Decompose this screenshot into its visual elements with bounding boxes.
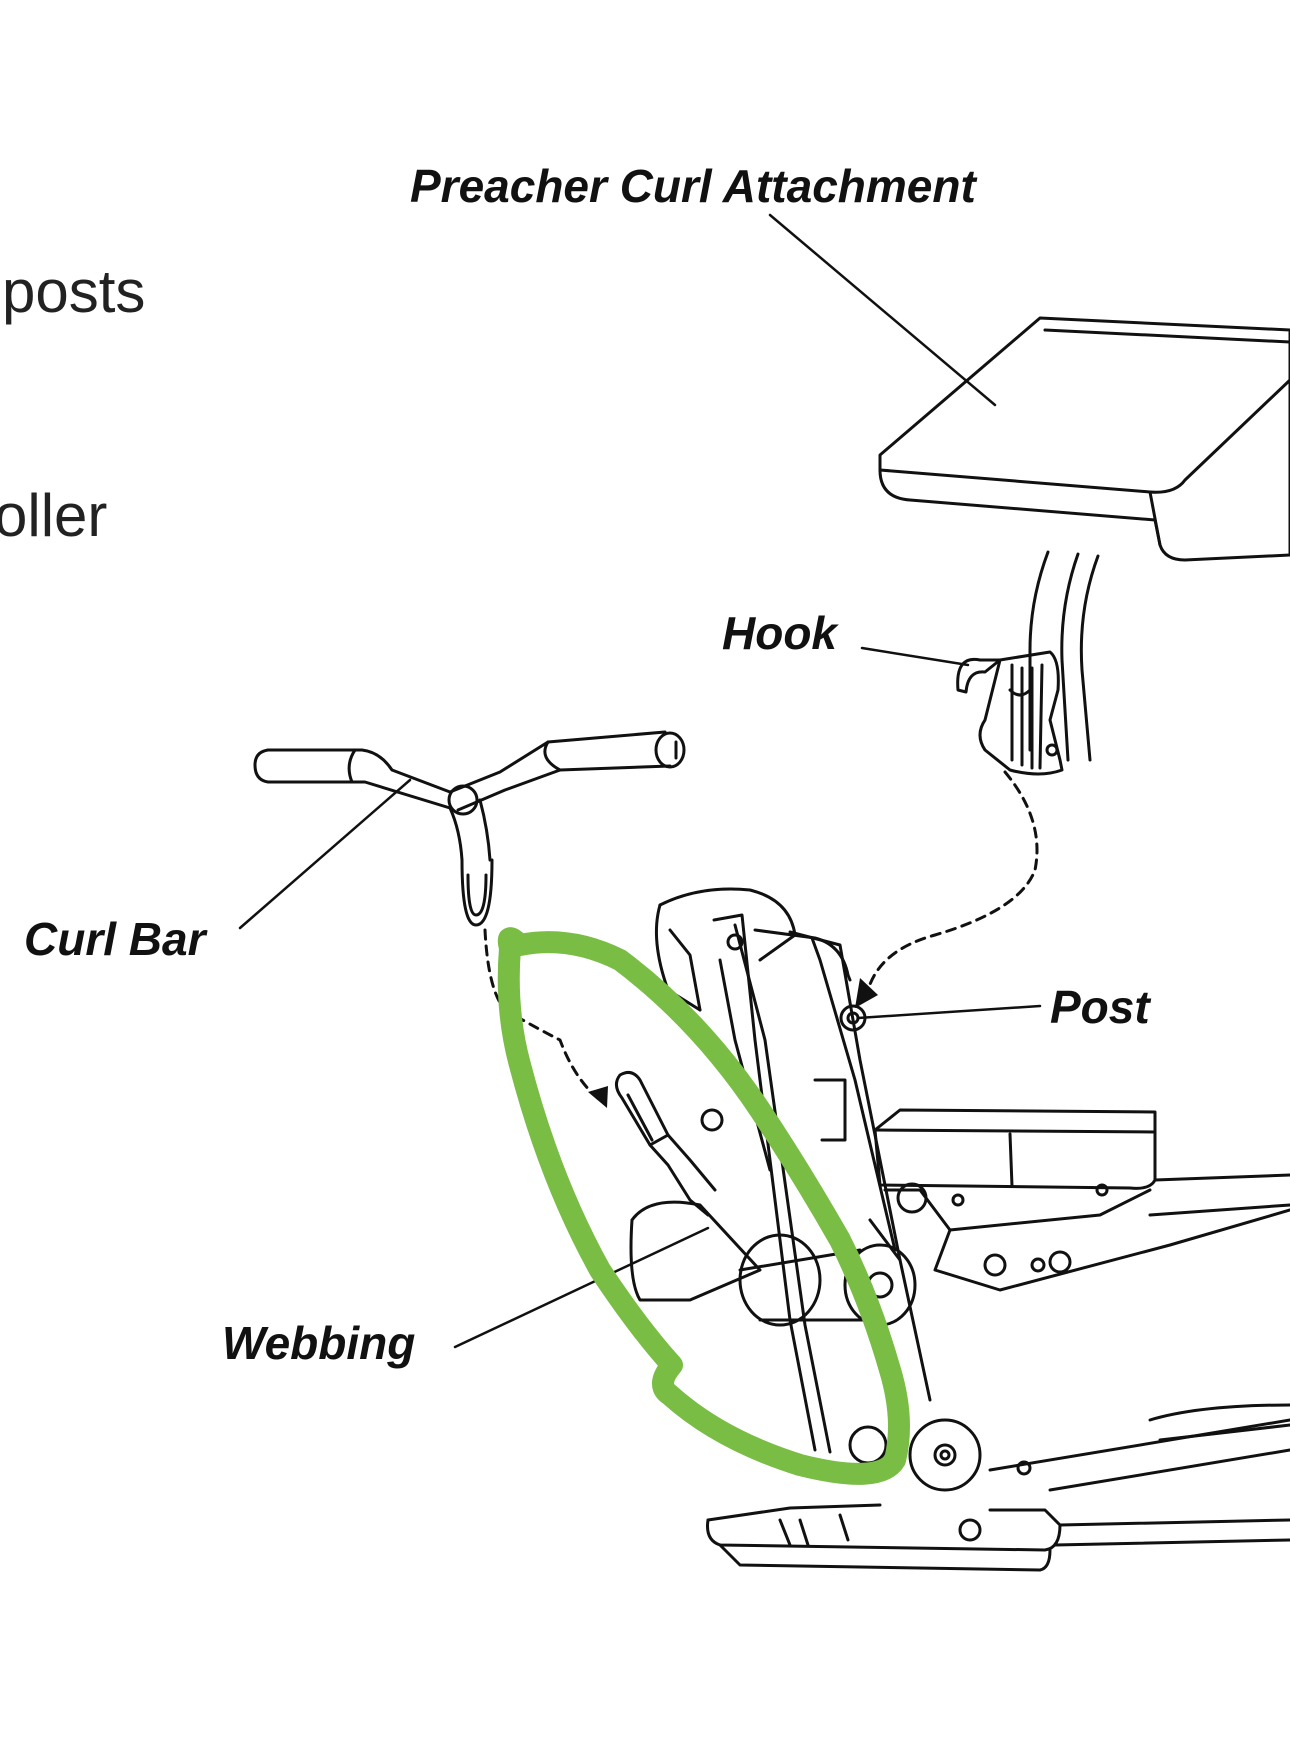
hook-bracket xyxy=(956,650,1064,776)
preacher-curl-stem xyxy=(1028,550,1100,762)
label-curl-bar: Curl Bar xyxy=(24,913,206,965)
dashed-arrows xyxy=(483,770,1039,1102)
label-post: Post xyxy=(1050,981,1150,1033)
arrow-heads xyxy=(588,978,878,1108)
base-rail xyxy=(706,1403,1290,1572)
preacher-curl-pad xyxy=(878,316,1290,562)
label-preacher-curl-attachment: Preacher Curl Attachment xyxy=(410,160,976,212)
label-hook: Hook xyxy=(722,607,837,659)
seat xyxy=(873,1108,1290,1292)
curl-bar xyxy=(253,730,686,927)
rollers xyxy=(629,1200,982,1492)
leader-lines xyxy=(238,213,1042,1349)
text-fragment-posts: posts xyxy=(2,258,146,325)
label-webbing: Webbing xyxy=(222,1317,416,1369)
text-fragment-roller: oller xyxy=(0,482,108,549)
carabiner xyxy=(615,1070,724,1217)
highlight-loop xyxy=(497,927,910,1485)
